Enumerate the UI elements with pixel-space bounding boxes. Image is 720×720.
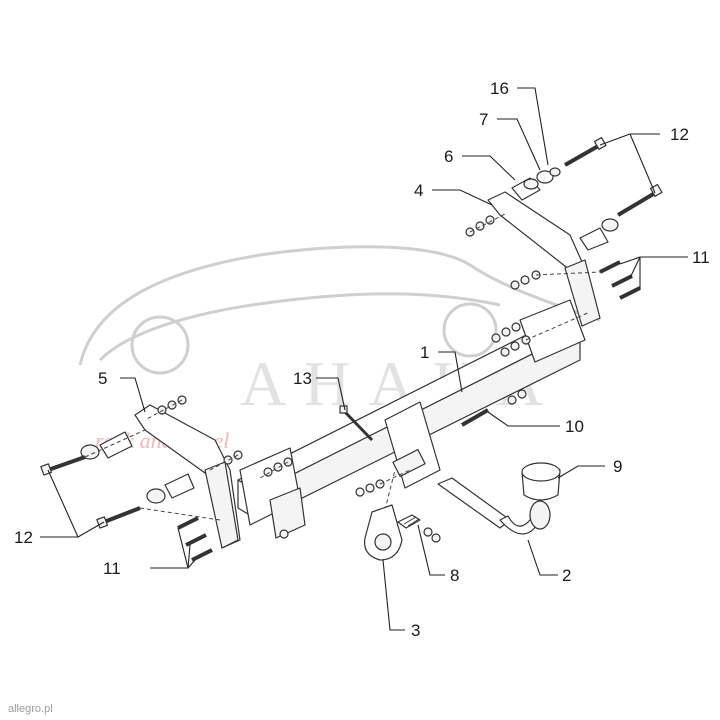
callout-7: 7 xyxy=(479,110,488,129)
crossbar-part-1 xyxy=(237,299,586,539)
bolts-part-11 xyxy=(177,260,641,562)
callout-5: 5 xyxy=(98,369,107,388)
callout-labels: 16 7 6 4 12 11 1 5 13 10 9 12 11 2 8 3 xyxy=(14,79,710,640)
callout-2: 2 xyxy=(562,566,571,585)
callout-12-bottom: 12 xyxy=(14,528,33,547)
callout-16: 16 xyxy=(490,79,509,98)
assembly-guides xyxy=(84,213,601,521)
callout-9: 9 xyxy=(613,457,622,476)
pin-part-10 xyxy=(461,408,489,427)
callout-12-top: 12 xyxy=(670,125,689,144)
left-bracket-part-5 xyxy=(134,404,241,549)
bolt-part-13 xyxy=(339,405,374,442)
tow-ball-part-2 xyxy=(437,477,551,535)
ball-cap-part-9 xyxy=(521,462,561,501)
footer-credit: allegro.pl xyxy=(8,703,53,715)
socket-plate-part-3 xyxy=(363,504,403,561)
callout-3: 3 xyxy=(411,621,420,640)
nuts-and-washers xyxy=(157,215,541,543)
callout-8: 8 xyxy=(450,566,459,585)
callout-1: 1 xyxy=(420,343,429,362)
right-bracket-part-4 xyxy=(487,191,601,327)
spring-part-8 xyxy=(397,514,421,529)
leader-lines xyxy=(40,87,688,631)
callout-6: 6 xyxy=(444,147,453,166)
callout-13: 13 xyxy=(293,369,312,388)
spacer-sleeves xyxy=(80,167,619,504)
callout-11-left: 11 xyxy=(103,559,121,578)
callout-11-right: 11 xyxy=(692,248,710,267)
callout-4: 4 xyxy=(414,181,423,200)
callout-10: 10 xyxy=(565,417,584,436)
